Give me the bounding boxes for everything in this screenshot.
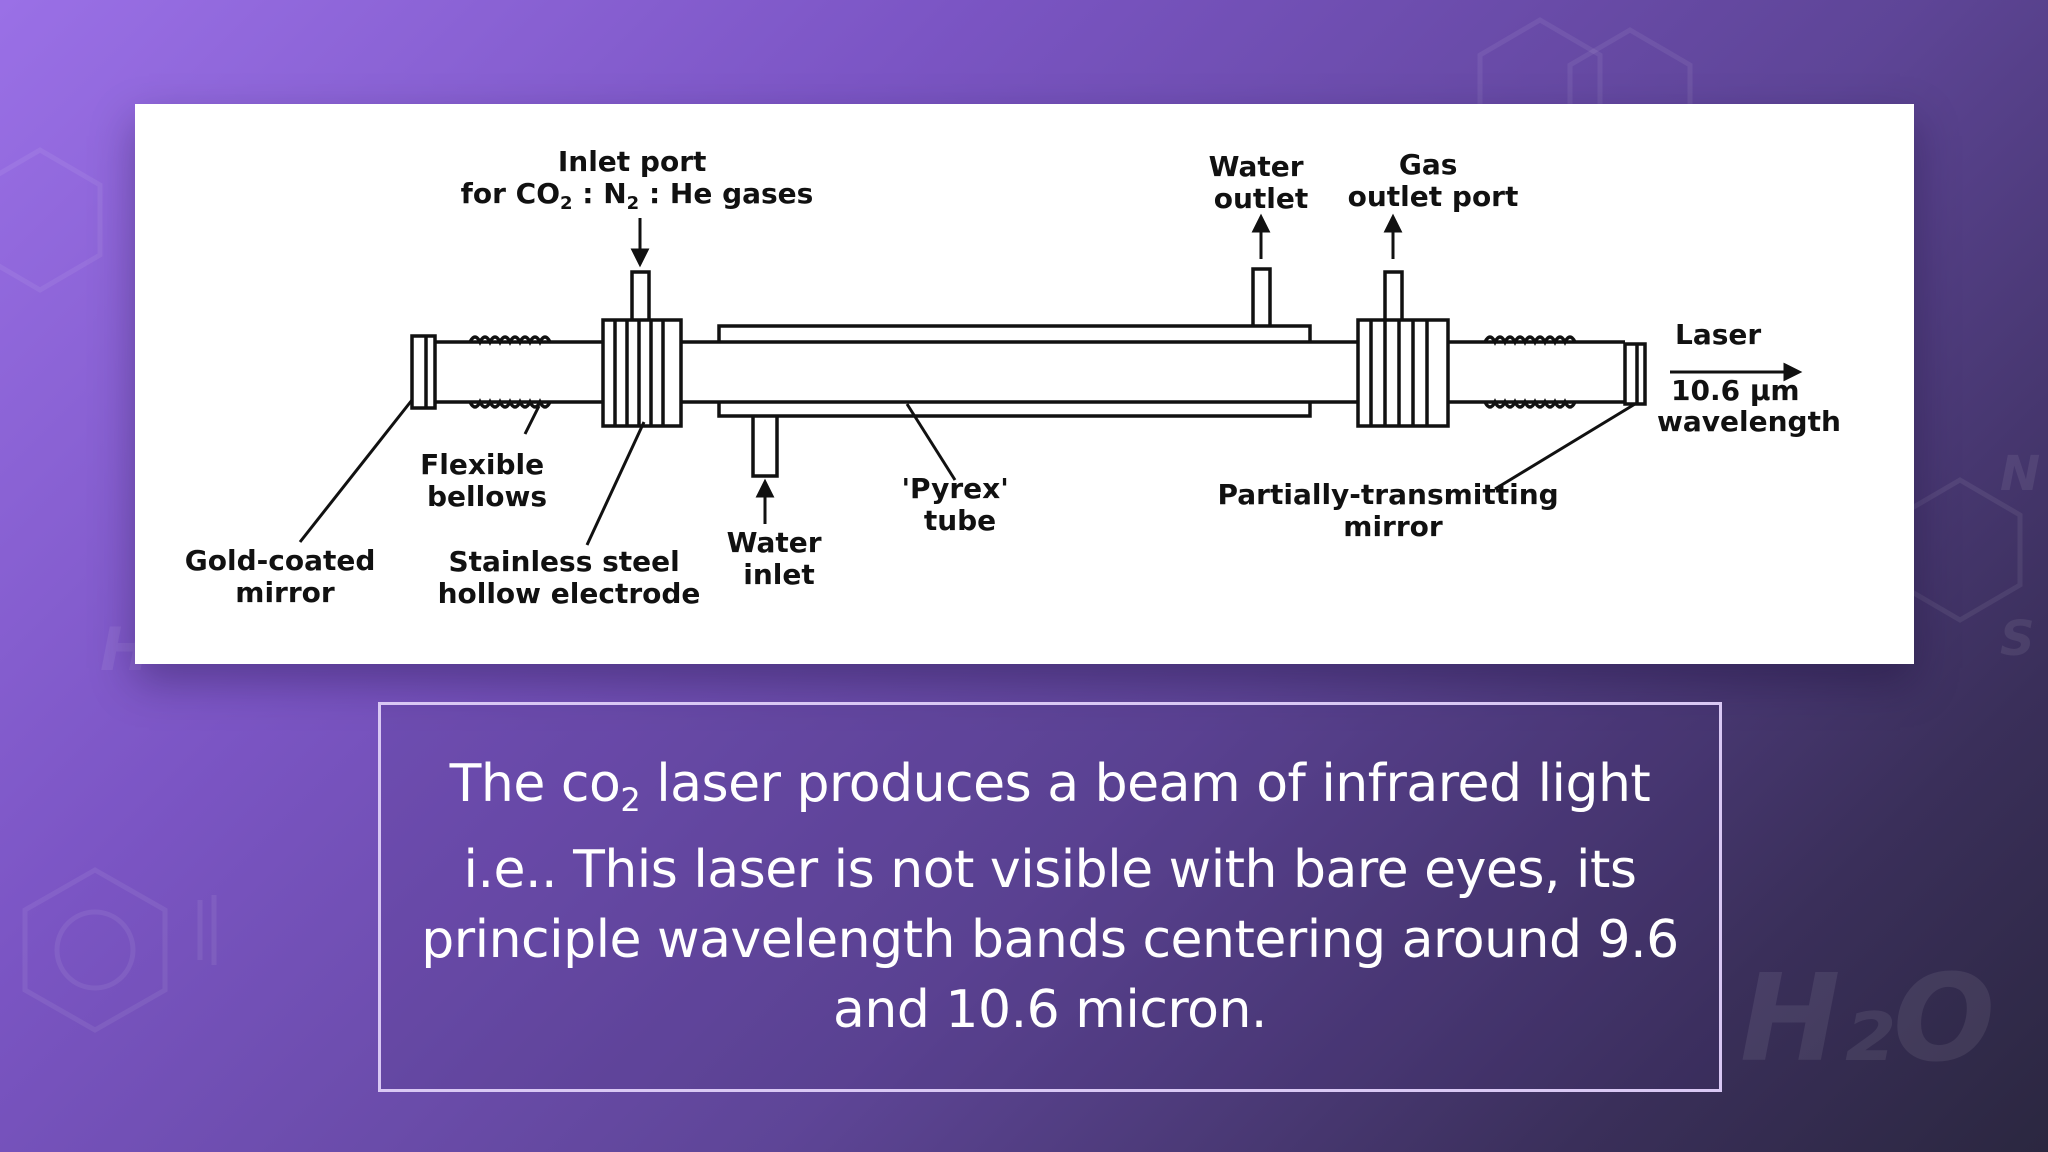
caption-box: The co2 laser produces a beam of infrare… bbox=[378, 702, 1722, 1092]
co2-laser-diagram: Inlet port for CO2 : N2 : He gases Water… bbox=[135, 104, 1914, 664]
gas-outlet-stub bbox=[1383, 270, 1404, 320]
label-flexible-bellows: Flexible bellows bbox=[420, 448, 554, 513]
label-pyrex-tube: 'Pyrex' tube bbox=[901, 472, 1018, 537]
label-stainless-steel-electrode: Stainless steel hollow electrode bbox=[438, 545, 701, 610]
co2-laser-schematic: Inlet port for CO2 : N2 : He gases Water… bbox=[185, 145, 1841, 610]
label-water-outlet: Water outlet bbox=[1209, 150, 1314, 215]
partially-transmitting-mirror bbox=[1623, 342, 1647, 406]
svg-text:H₂O: H₂O bbox=[1740, 950, 1995, 1089]
pyrex-jacket-bottom bbox=[717, 402, 1312, 418]
gold-coated-mirror bbox=[410, 334, 437, 410]
right-bellows-bottom bbox=[1483, 398, 1577, 409]
left-bellows-bottom bbox=[468, 398, 552, 409]
gas-inlet-stub bbox=[630, 270, 651, 320]
svg-text:S: S bbox=[2000, 611, 2035, 667]
water-inlet-stub bbox=[751, 416, 779, 478]
label-inlet-port: Inlet port for CO2 : N2 : He gases bbox=[461, 145, 814, 214]
right-bellows-top bbox=[1483, 335, 1577, 346]
caption-subscript: 2 bbox=[620, 781, 641, 819]
label-gas-outlet-port: Gas outlet port bbox=[1348, 148, 1519, 213]
caption-text: The co2 laser produces a beam of infrare… bbox=[421, 754, 1679, 1040]
water-outlet-stub bbox=[1251, 267, 1272, 326]
label-gold-coated-mirror: Gold-coated mirror bbox=[185, 544, 385, 609]
left-bellows-top bbox=[468, 335, 552, 346]
label-partially-transmitting-mirror: Partially-transmitting mirror bbox=[1218, 478, 1569, 543]
pyrex-jacket-top bbox=[717, 324, 1312, 342]
label-laser-output: Laser 10.6 μm wavelength bbox=[1657, 318, 1841, 438]
label-water-inlet: Water inlet bbox=[727, 526, 832, 591]
svg-text:N: N bbox=[2000, 446, 2040, 502]
